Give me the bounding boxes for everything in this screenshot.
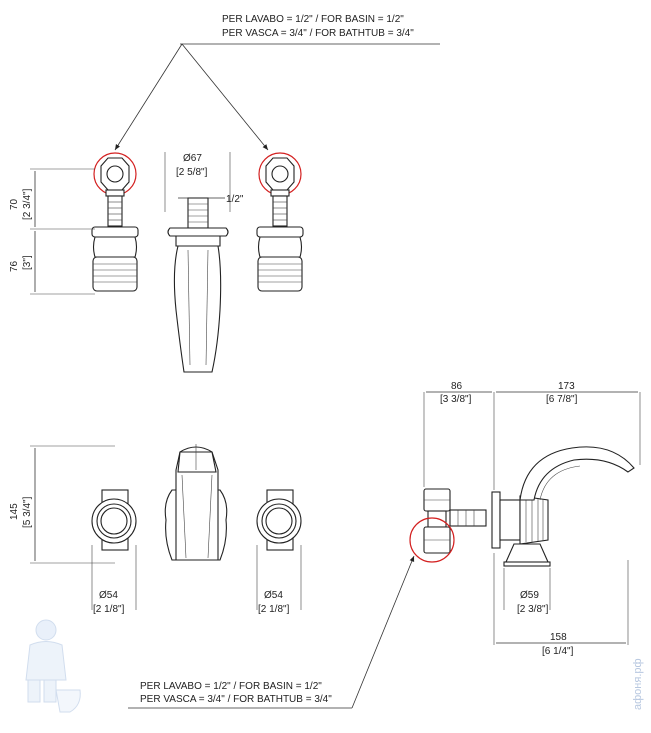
side-connector <box>409 488 487 563</box>
front-view: 70 [2 3/4"] 76 [3"] Ø67 [2 5/8"] 1/2" <box>9 152 304 373</box>
side-dimensions: 86 [3 3/8"] 173 [6 7/8"] Ø59 [2 3/8"] 15… <box>423 381 641 657</box>
dim-173-mm: 173 <box>558 381 575 392</box>
side-body <box>491 446 635 567</box>
dim-145-in: [5 3/4"] <box>22 496 33 528</box>
note-top-line2: PER VASCA = 3/4" / FOR BATHTUB = 3/4" <box>222 28 414 39</box>
dim-86-mm: 86 <box>451 381 463 392</box>
plumber-mascot-logo <box>25 619 81 713</box>
dim-145-mm: 145 <box>9 503 20 520</box>
highlight-circle-side <box>409 517 455 563</box>
note-bottom-line1: PER LAVABO = 1/2" / FOR BASIN = 1/2" <box>140 681 322 692</box>
side-view: 86 [3 3/8"] 173 [6 7/8"] Ø59 [2 3/8"] 15… <box>409 381 641 657</box>
dim-86-in: [3 3/8"] <box>440 394 472 405</box>
front-right-valve <box>256 152 304 292</box>
dim-side-dia-in: [2 3/8"] <box>517 604 549 615</box>
dim-right-dia-in: [2 1/8"] <box>258 604 290 615</box>
dim-spout-dia-in: [2 5/8"] <box>176 167 208 178</box>
dim-76-in: [3"] <box>22 255 33 270</box>
dim-thread: 1/2" <box>226 194 244 205</box>
front-left-valve <box>91 152 139 292</box>
dim-70-in: [2 3/4"] <box>22 188 33 220</box>
dim-side-dia-mm: Ø59 <box>520 590 539 601</box>
dim-173-in: [6 7/8"] <box>546 394 578 405</box>
leader-left-valve <box>114 43 183 151</box>
connection-note-top: PER LAVABO = 1/2" / FOR BASIN = 1/2" PER… <box>114 14 440 151</box>
front-spout <box>164 152 231 373</box>
note-top-line1: PER LAVABO = 1/2" / FOR BASIN = 1/2" <box>222 14 404 25</box>
connection-note-bottom: PER LAVABO = 1/2" / FOR BASIN = 1/2" PER… <box>128 555 415 709</box>
leader-right-valve <box>181 43 269 151</box>
top-left-handle <box>91 489 137 551</box>
dim-left-dia-mm: Ø54 <box>99 590 118 601</box>
dim-right-dia-mm: Ø54 <box>264 590 283 601</box>
front-dimensions: 70 [2 3/4"] 76 [3"] Ø67 [2 5/8"] 1/2" <box>9 153 244 295</box>
top-view: 145 [5 3/4"] Ø54 [2 1/8"] Ø54 [2 1/8"] <box>9 444 302 615</box>
top-right-handle <box>256 489 302 551</box>
dim-76-mm: 76 <box>9 260 20 272</box>
dim-158-in: [6 1/4"] <box>542 646 574 657</box>
watermark-text: афоня.рф <box>632 658 644 710</box>
dim-spout-dia-mm: Ø67 <box>183 153 202 164</box>
top-spout <box>164 444 228 561</box>
note-bottom-line2: PER VASCA = 3/4" / FOR BATHTUB = 3/4" <box>140 694 332 705</box>
dim-70-mm: 70 <box>9 198 20 210</box>
dim-158-mm: 158 <box>550 632 567 643</box>
top-dimensions: 145 [5 3/4"] Ø54 [2 1/8"] Ø54 [2 1/8"] <box>9 445 302 615</box>
leader-side-connector <box>351 555 415 709</box>
dim-left-dia-in: [2 1/8"] <box>93 604 125 615</box>
